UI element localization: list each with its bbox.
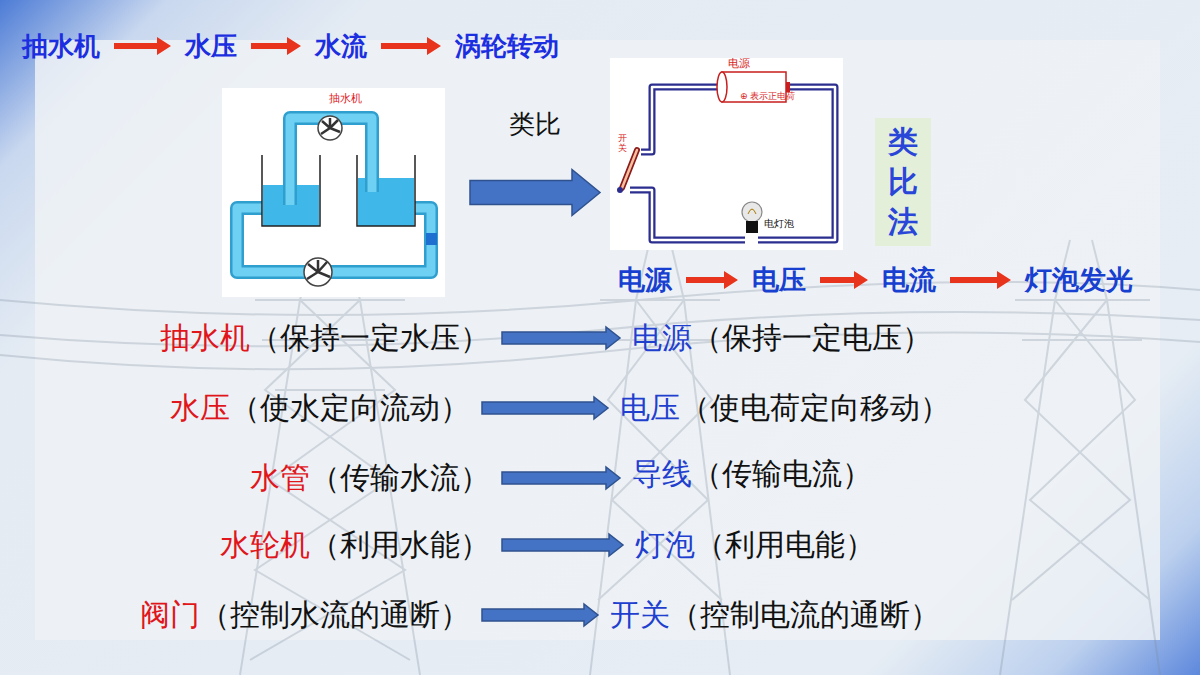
mapping-arrow [502, 327, 620, 349]
pump-symbol [304, 116, 342, 286]
chain-step: 灯泡发光 [1025, 264, 1133, 296]
switch-symbol [617, 150, 637, 193]
water-term: 水管（传输水流） [250, 460, 490, 496]
part-label: 开关 [618, 133, 628, 154]
term-text: 电源 [618, 264, 672, 295]
term-text: 水压 [185, 31, 237, 61]
mapping-arrow [482, 397, 608, 419]
term-text: 水轮机 [220, 527, 310, 562]
term-text: 抽水机 [22, 31, 100, 61]
wire [630, 87, 835, 240]
chain-step: 电压 [752, 264, 806, 296]
circuit-illustration [610, 58, 843, 250]
method-box: 类比法 [875, 118, 931, 246]
term-text: 阀门 [140, 597, 200, 632]
edge-label: 类比 [509, 107, 561, 142]
chain-arrow [686, 271, 738, 289]
description-text: （控制水流的通断） [200, 597, 470, 632]
analogy-arrow [470, 170, 600, 216]
chain-arrow [114, 37, 171, 55]
mapping-arrow [502, 467, 620, 489]
description-text: （控制电流的通断） [670, 597, 940, 632]
term-text: 开关 [610, 597, 670, 632]
mapping-arrow [502, 534, 623, 556]
bulb-symbol [742, 202, 762, 233]
term-text: 电流 [882, 264, 936, 295]
description-text: （使水定向流动） [230, 390, 470, 425]
term-text: 导线 [632, 456, 692, 491]
term-text: 水流 [315, 31, 367, 61]
water-term: 抽水机（保持一定水压） [160, 320, 490, 356]
description-text: （利用水能） [310, 527, 490, 562]
description-text: （传输水流） [310, 460, 490, 495]
term-text: 水管 [250, 460, 310, 495]
electric-term: 灯泡（利用电能） [635, 527, 875, 563]
term-text: 类比法 [886, 122, 920, 242]
term-text: 涡轮转动 [455, 31, 559, 61]
water-term: 水轮机（利用水能） [220, 527, 490, 563]
chain-step: 电源 [618, 264, 672, 296]
part-label: 电源 [728, 58, 750, 71]
description-text: （利用电能） [695, 527, 875, 562]
description-text: （使电荷定向移动） [680, 390, 950, 425]
term-text: 抽水机 [160, 320, 250, 355]
content-panel [35, 40, 1160, 640]
water-tank [262, 155, 415, 226]
note-text: ⊕ 表示正电荷 [740, 91, 795, 101]
term-text: 灯泡发光 [1025, 264, 1133, 295]
term-text: 水压 [170, 390, 230, 425]
electric-term: 电压（使电荷定向移动） [620, 390, 950, 426]
water-panel: 抽水机 [222, 88, 445, 297]
water-illustration [222, 88, 445, 297]
chain-arrow [820, 271, 868, 289]
part-label: 抽水机 [329, 93, 362, 106]
chain-arrow [251, 37, 301, 55]
chain-step: 抽水机 [22, 31, 100, 61]
valve-symbol [426, 233, 437, 245]
chain-step: 涡轮转动 [455, 31, 559, 61]
chain-arrow [950, 271, 1011, 289]
pylon-backdrop [0, 230, 1200, 675]
term-text: 电源 [632, 320, 692, 355]
electric-term: 导线（传输电流） [632, 456, 872, 492]
electric-term: 开关（控制电流的通断） [610, 597, 940, 633]
circuit-panel: 电源 ⊕ 表示正电荷开关电灯泡 [610, 58, 843, 250]
chain-step: 电流 [882, 264, 936, 296]
illustration-frame [222, 88, 445, 297]
term-text: 灯泡 [635, 527, 695, 562]
illustration-frame [610, 58, 843, 250]
mapping-arrow [482, 604, 598, 626]
part-label: 电灯泡 [764, 218, 794, 230]
chain-step: 水压 [185, 31, 237, 61]
description-text: （传输电流） [692, 456, 872, 491]
electric-term: 电源（保持一定电压） [632, 320, 932, 356]
water-pipe [237, 118, 431, 272]
water-term: 水压（使水定向流动） [170, 390, 470, 426]
water-term: 阀门（控制水流的通断） [140, 597, 470, 633]
description-text: （保持一定电压） [692, 320, 932, 355]
chain-step: 水流 [315, 31, 367, 61]
term-text: 电压 [620, 390, 680, 425]
description-text: （保持一定水压） [250, 320, 490, 355]
chain-arrow [381, 37, 441, 55]
term-text: 电压 [752, 264, 806, 295]
